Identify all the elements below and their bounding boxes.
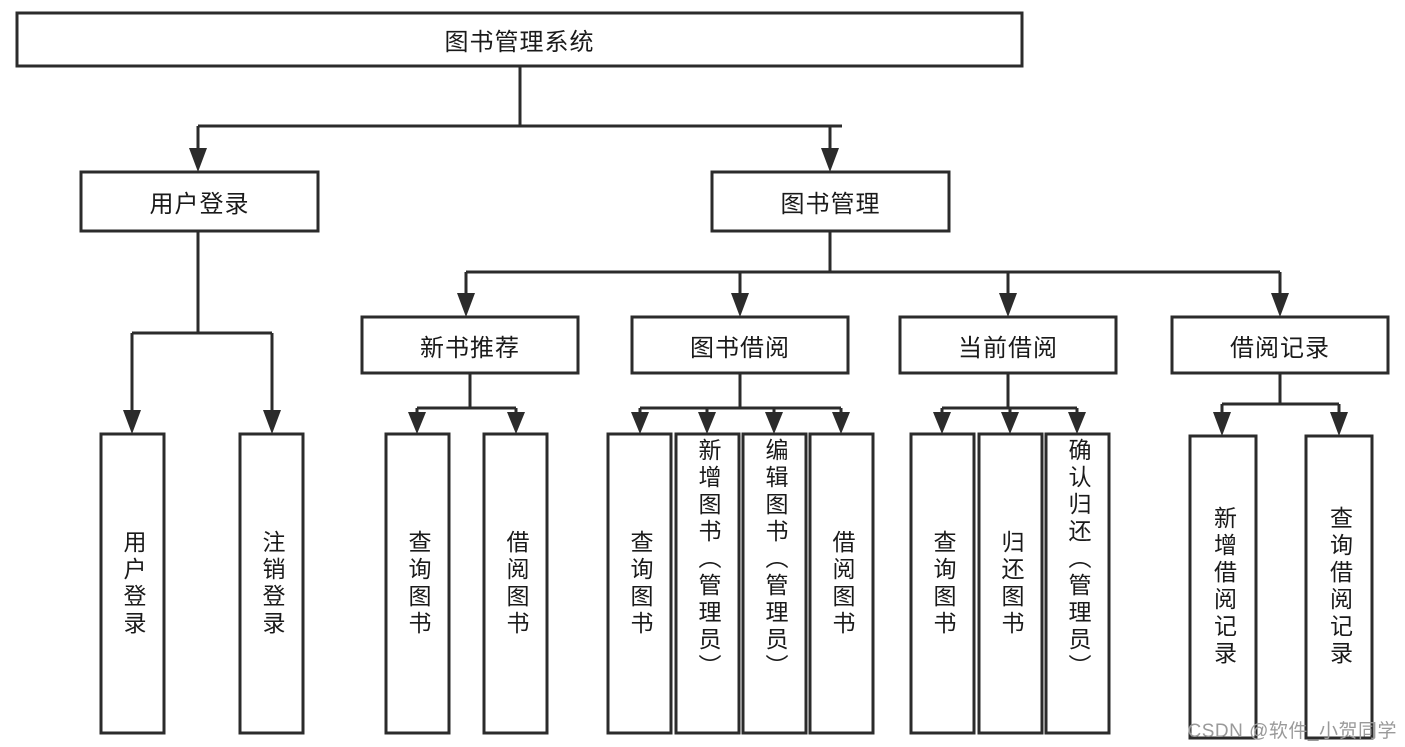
connector-newbook-to-leaves [408, 373, 525, 434]
leaf-box-add-record[interactable] [1188, 434, 1258, 740]
leaf-box-query-book-3[interactable] [909, 432, 976, 735]
connector-bookborrow-to-leaves [631, 373, 850, 434]
connector-root-to-level2 [189, 66, 842, 172]
node-root[interactable] [15, 11, 1024, 68]
leaf-box-query-book-1[interactable] [384, 432, 451, 735]
node-borrow-record[interactable] [1170, 315, 1390, 375]
connector-borrowrecord-to-leaves [1213, 373, 1348, 436]
node-book-manage[interactable] [710, 170, 951, 233]
leaf-box-confirm-return[interactable] [1044, 432, 1111, 735]
node-current-borrow[interactable] [898, 315, 1118, 375]
leaf-box-add-book[interactable] [674, 432, 741, 735]
leaf-box-borrow-book-1[interactable] [482, 432, 549, 735]
leaf-box-borrow-book-2[interactable] [808, 432, 875, 735]
connector-bookmanage-to-level3 [457, 231, 1289, 317]
connector-userlogin-to-leaves [123, 231, 281, 434]
connector-currentborrow-to-leaves [933, 373, 1086, 434]
leaf-box-user-login[interactable] [99, 432, 166, 735]
leaf-box-query-record[interactable] [1304, 434, 1374, 740]
leaf-box-return-book[interactable] [977, 432, 1044, 735]
leaf-box-edit-book[interactable] [741, 432, 808, 735]
leaf-box-logout[interactable] [238, 432, 305, 735]
node-book-borrow[interactable] [630, 315, 850, 375]
node-user-login[interactable] [79, 170, 320, 233]
node-new-book-recommend[interactable] [360, 315, 580, 375]
leaf-box-query-book-2[interactable] [606, 432, 673, 735]
